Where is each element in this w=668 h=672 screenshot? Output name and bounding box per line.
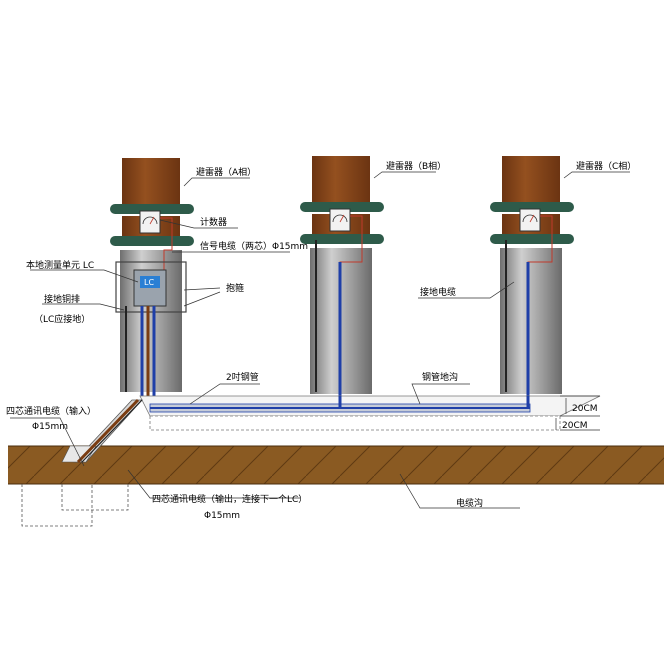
label-arrester-c: 避雷器（C相）	[576, 160, 636, 172]
counter-c-dial-icon	[522, 214, 538, 223]
label-local-unit: 本地测量单元 LC	[26, 259, 94, 271]
label-arrester-b: 避雷器（B相）	[386, 160, 446, 172]
clamp-b-bottom	[300, 234, 384, 244]
bracket-a	[115, 261, 187, 313]
pipe-trench	[139, 395, 601, 431]
label-arrester-a: 避雷器（A相）	[196, 166, 256, 178]
pillar-c-wood-top	[502, 156, 560, 208]
pillar-a: LC	[110, 158, 194, 398]
label-ground-cable: 接地电缆	[420, 286, 456, 298]
label-signal-cable: 信号电缆（两芯）Φ15mm	[200, 240, 308, 252]
leader-lines	[10, 171, 630, 509]
pillar-a-wood-top	[122, 158, 180, 210]
clamp-b-top	[300, 202, 384, 212]
counter-c	[519, 208, 541, 232]
counter-b	[329, 208, 351, 232]
dim-bottom-label: 20CM	[562, 421, 588, 431]
label-cable-trench: 电缆沟	[456, 497, 483, 509]
lc-unit-display: LC	[144, 278, 154, 287]
label-counter: 计数器	[200, 216, 227, 228]
label-input-cable-dia: Φ15mm	[32, 422, 68, 432]
label-output-cable: 四芯通讯电缆（输出，连接下一个LC）	[152, 493, 307, 505]
label-output-cable-dia: Φ15mm	[204, 511, 240, 521]
counter-b-dial-icon	[332, 214, 348, 223]
cable-trench	[8, 398, 664, 527]
pillar-c	[490, 156, 574, 408]
counter-a	[139, 210, 161, 234]
ground-band	[8, 446, 664, 484]
clamp-a-top	[110, 204, 194, 214]
lc-unit-screen	[140, 276, 160, 288]
signal-wire-a	[160, 217, 173, 270]
label-ground-bar-note: （LC应接地）	[34, 313, 90, 325]
label-pipe-trench: 钢管地沟	[422, 371, 458, 383]
label-steel-pipe: 2吋钢管	[226, 371, 259, 383]
clamp-c-bottom	[490, 234, 574, 244]
pillar-b-wood-top	[312, 156, 370, 208]
dimensions: 20CM 20CM	[555, 395, 600, 431]
dim-top-label: 20CM	[572, 404, 598, 414]
pillar-c-column	[500, 248, 562, 394]
label-input-cable: 四芯通讯电缆（输入）	[6, 405, 96, 417]
clamp-a-bottom	[110, 236, 194, 246]
clamp-c-top	[490, 202, 574, 212]
pillar-b	[300, 156, 384, 408]
label-bracket: 抱箍	[226, 282, 244, 294]
counter-a-dial-icon	[142, 216, 158, 225]
label-ground-bar: 接地铜排	[44, 293, 80, 305]
